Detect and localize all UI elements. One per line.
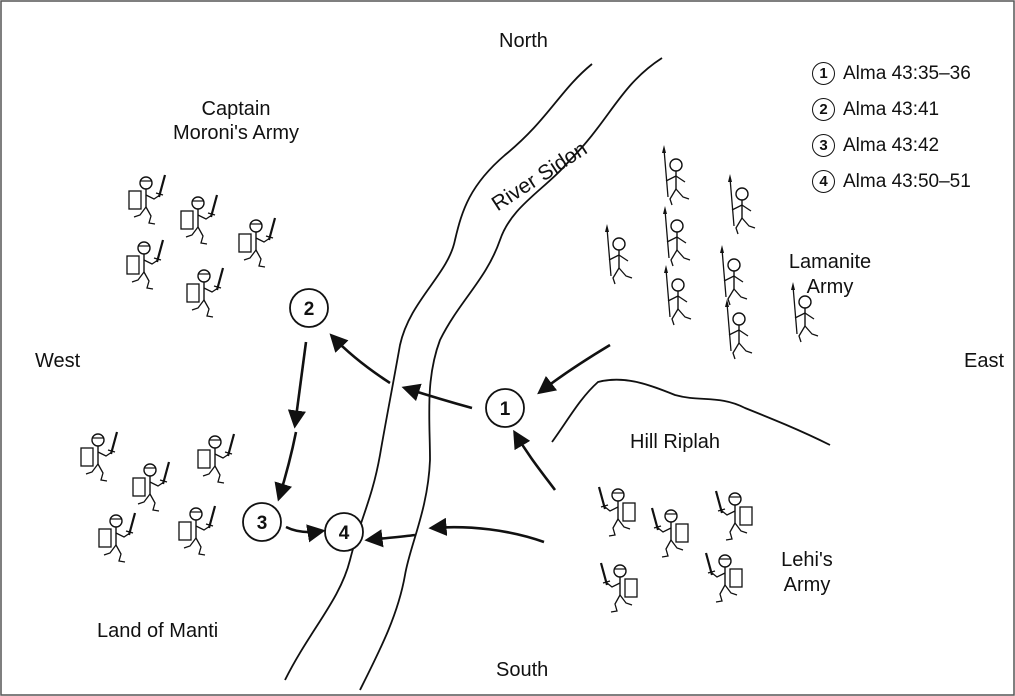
north-label: North <box>499 30 548 52</box>
river-west-bank <box>284 63 593 681</box>
legend-number: 3 <box>812 134 835 157</box>
arrow-1-to-river <box>401 383 473 410</box>
legend-number: 2 <box>812 98 835 121</box>
arrow-2-down <box>287 341 308 429</box>
marker-4: 4 <box>324 512 364 552</box>
marker-3: 3 <box>242 502 282 542</box>
arrow-lehi-to-4-east <box>428 517 545 544</box>
land-of-manti-label: Land of Manti <box>97 620 219 642</box>
arrow-lamanites-to-1 <box>537 343 611 395</box>
hill-riplah-label: Hill Riplah <box>630 431 721 453</box>
lehi-soldiers <box>597 485 754 614</box>
legend-item: 2 Alma 43:41 <box>812 98 939 121</box>
legend-text: Alma 43:42 <box>843 134 940 156</box>
legend-number: 1 <box>812 62 835 85</box>
legend-item: 1 Alma 43:35–36 <box>812 62 971 85</box>
marker-1: 1 <box>485 388 525 428</box>
arrow-3-to-4 <box>285 524 326 543</box>
legend-text: Alma 43:50–51 <box>843 170 971 192</box>
lamanite-army-label: Lamanite Army <box>788 251 872 298</box>
marker-4-label: 4 <box>339 523 350 544</box>
legend-item: 4 Alma 43:50–51 <box>812 170 971 193</box>
marker-3-label: 3 <box>257 513 268 534</box>
arrow-river-to-2 <box>329 333 391 385</box>
legend-text: Alma 43:41 <box>843 98 940 120</box>
west-label: West <box>35 350 81 372</box>
legend-number: 4 <box>812 170 835 193</box>
south-label: South <box>496 659 549 681</box>
east-label: East <box>964 350 1005 372</box>
lehi-army-label: Lehi's Army <box>781 549 833 596</box>
marker-2: 2 <box>289 288 329 328</box>
moroni-soldiers <box>125 173 277 319</box>
arrow-lehi-to-4-west <box>364 529 416 548</box>
moroni-army-label: Captain Moroni's Army <box>172 98 300 144</box>
river-east-bank <box>359 57 663 691</box>
legend-text: Alma 43:35–36 <box>843 62 971 84</box>
legend-item: 3 Alma 43:42 <box>812 134 939 157</box>
river-label: River Sidon <box>488 137 592 215</box>
hill-riplah-contour <box>551 378 831 446</box>
arrow-down-to-3 <box>274 431 298 502</box>
arrow-lehi-to-1 <box>513 429 557 491</box>
marker-1-label: 1 <box>500 399 511 420</box>
manti-soldiers <box>79 430 236 564</box>
marker-2-label: 2 <box>304 299 315 320</box>
